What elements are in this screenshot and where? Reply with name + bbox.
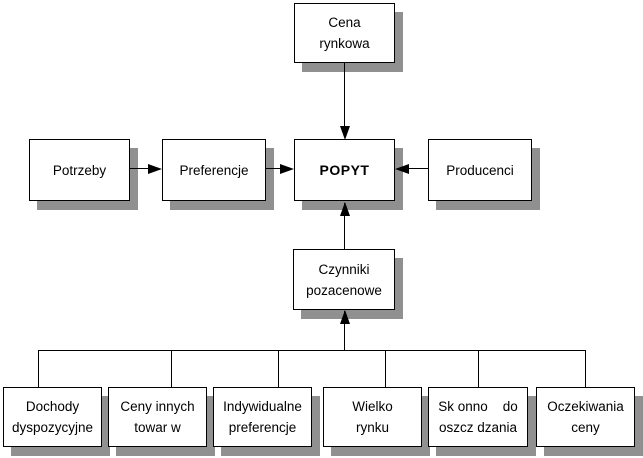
node-preferencje: Preferencje xyxy=(162,139,266,201)
node-label-popyt: POPYT xyxy=(319,161,370,178)
edge-cena-to-popyt-line xyxy=(344,63,345,127)
node-popyt: POPYT xyxy=(294,139,395,201)
arrowhead-potrzeby-to-preferencje xyxy=(148,164,162,174)
connector-horizontal-line xyxy=(38,350,586,351)
arrowhead-czynniki-to-popyt xyxy=(340,202,350,216)
drop-line-indywidualne xyxy=(278,350,279,387)
edge-potrzeby-to-preferencje-line xyxy=(130,168,150,169)
edge-producenci-to-popyt-line xyxy=(409,168,428,169)
edge-czynniki-to-popyt-line xyxy=(344,203,345,249)
node-potrzeby: Potrzeby xyxy=(29,139,130,201)
arrowhead-cena-to-popyt xyxy=(340,126,350,140)
drop-line-sklonnosc xyxy=(478,350,479,387)
node-dochody-dyspozycyjne: Dochody dyspozycyjne xyxy=(3,387,102,447)
edge-preferencje-to-popyt-line xyxy=(266,168,282,169)
node-cena-rynkowa: Cena rynkowa xyxy=(294,3,395,63)
node-label-preferencje: Preferencje xyxy=(179,162,249,178)
node-label-potrzeby: Potrzeby xyxy=(52,162,107,178)
arrowhead-producenci-to-popyt xyxy=(395,164,409,174)
node-wielkosc-rynku: Wielko rynku xyxy=(323,387,422,447)
node-label-wielkosc-rynku: Wielko rynku xyxy=(352,399,393,435)
drop-line-oczekiwania xyxy=(585,350,586,387)
arrowhead-trunk-to-czynniki xyxy=(340,310,350,324)
node-label-ceny-innych-towarow: Ceny innych towar w xyxy=(120,399,195,435)
node-label-dochody-dyspozycyjne: Dochody dyspozycyjne xyxy=(11,399,94,435)
drop-line-wielkosc xyxy=(385,350,386,387)
arrowhead-preferencje-to-popyt xyxy=(280,164,294,174)
node-sklonnosc-do-oszczedzania: Sk onno do oszcz dzania xyxy=(428,387,528,447)
drop-line-dochody xyxy=(38,350,39,387)
drop-line-ceny-innych xyxy=(171,350,172,387)
node-czynniki-pozacenowe: Czynniki pozacenowe xyxy=(293,249,395,310)
node-ceny-innych-towarow: Ceny innych towar w xyxy=(108,387,207,447)
node-label-cena-rynkowa: Cena rynkowa xyxy=(319,15,370,51)
node-label-czynniki-pozacenowe: Czynniki pozacenowe xyxy=(306,261,382,298)
node-producenci: Producenci xyxy=(428,139,532,201)
node-oczekiwania-ceny: Oczekiwania ceny xyxy=(536,387,635,447)
node-label-sklonnosc-do-oszczedzania: Sk onno do oszcz dzania xyxy=(438,399,518,435)
node-label-producenci: Producenci xyxy=(446,162,514,178)
node-label-indywidualne-preferencje: Indywidualne preferencje xyxy=(223,399,302,435)
edge-trunk-to-czynniki-line xyxy=(344,311,345,351)
node-indywidualne-preferencje: Indywidualne preferencje xyxy=(213,387,312,447)
node-label-oczekiwania-ceny: Oczekiwania ceny xyxy=(547,399,624,435)
